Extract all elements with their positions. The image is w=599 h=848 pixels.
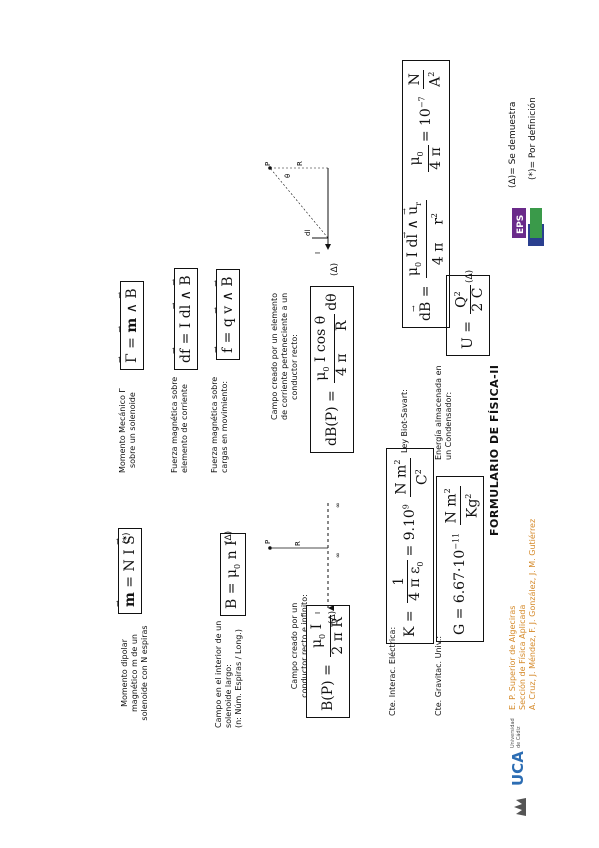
label-dipolar-3: solenoide con N espiras [140,625,149,721]
label-solenoide-1: Campo en el interior de un [214,620,223,728]
label-dipolar-2: magnético m de un [130,634,139,712]
label-campo-elem-1: Campo creado por un elemento [270,292,279,420]
label-mecanico-2: sobre un solenoide [128,392,137,468]
page-title: FORMULARIO DE FÍSICA-II [488,364,501,536]
header-line-1: E. P. Superior de Algeciras [508,605,517,710]
diagram1-P: P [264,540,272,544]
label-grav: Cte. Gravitac. Univ.: [434,635,443,716]
label-solenoide-3: (n: Núm. Espiras / Long.) [234,628,243,728]
formula-mecanico: Γ = m ∧ B [120,281,144,370]
university-logo [510,780,532,820]
label-energia-1: Energía almacenada en [434,365,443,460]
marker-campo-elem: (Δ) [330,262,340,276]
formula-biot: dB = μ0 I dl ∧ ur4 π r2 μ04 π= 10−7 NA2 [402,59,451,328]
formula-fuerza-cargas: f = q v ∧ B [216,269,240,360]
diagram1-inf-top: ∞ [334,502,342,508]
diagram-conductor-infinito: ∞ ∞ R P I [262,498,342,618]
label-solenoide-2: solenoide largo: [224,664,233,728]
label-energia-2: un Condensador: [444,391,453,460]
crown-icon [514,798,526,816]
diagram1-R: R [294,541,302,546]
diagram2-theta: θ [284,174,292,178]
diagram-conductor-infinito-svg: ∞ ∞ R P I [264,500,342,614]
diagram-elemento-corriente-svg: dl P R θ I [264,161,331,254]
label-dipolar-1: Momento dipolar [120,639,129,707]
diagram2-dl: dl [304,230,312,236]
legend-demuestra: (Δ)= Se demuestra [508,101,518,188]
label-mecanico-1: Momento Mecánico Γ [118,388,127,473]
eps-logo: EPS [508,208,548,248]
label-campo-elem-3: conductor recto: [290,334,299,400]
header-line-2: Sección de Física Aplicada [518,604,527,710]
marker-dipolar: (*) [122,532,132,544]
formula-solenoide: B = μ0 n I [220,533,246,616]
label-fuerza-elem-2: elemento de corriente [180,384,189,473]
label-fuerza-cargas-2: cargas en movimiento: [220,380,229,473]
formula-fuerza-elem: df = I dl ∧ B [174,268,198,370]
marker-energia: (Δ) [465,269,475,283]
diagram2-I: I [314,252,322,254]
diagram1-inf-bottom: ∞ [334,552,342,558]
eps-logo-icon: EPS [512,208,544,246]
diagram2-P: P [264,162,272,166]
label-biot: Ley Biot-Savart: [400,389,409,453]
diagram1-I: I [314,612,322,614]
eps-logo-text: EPS [516,215,526,234]
header-line-3: A. Cruz, J. Méndez, F. J. González, J. M… [528,518,537,710]
label-campo-elem-2: de corriente perteneciente a un [280,292,289,420]
legend-definicion: (*)= Por definición [528,97,538,180]
marker-solenoide: (Δ) [224,530,234,544]
label-fuerza-cargas-1: Fuerza magnética sobre [210,376,219,473]
diagram-elemento-corriente: dl P R θ I [262,158,342,258]
uca-logo-sub: Universidad de Cádiz [510,718,522,748]
uca-logo-text: UCA [509,751,527,786]
label-fuerza-elem-1: Fuerza magnética sobre [170,376,179,473]
diagram2-R: R [296,161,304,166]
